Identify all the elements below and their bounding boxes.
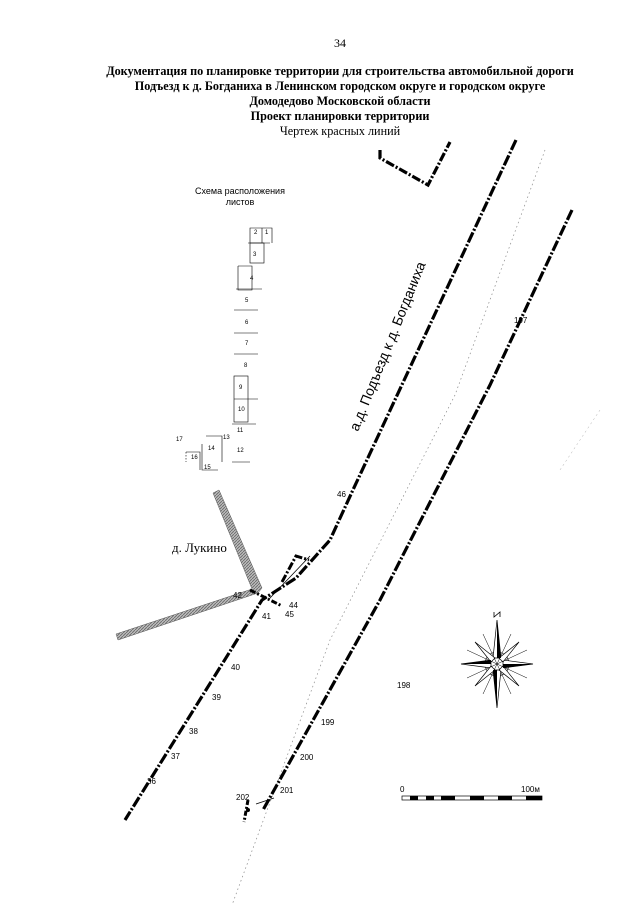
sheet-number: 6 xyxy=(245,320,249,326)
sheet-number: 5 xyxy=(245,298,249,304)
sheet-layout-scheme xyxy=(185,227,273,471)
sheet-number: 7 xyxy=(245,341,249,347)
point-label: 44 xyxy=(289,601,298,610)
point-label: 45 xyxy=(285,610,294,619)
village-access-road xyxy=(115,489,263,641)
point-label: 197 xyxy=(514,316,528,325)
point-label: 39 xyxy=(212,693,221,702)
sheet-number: 8 xyxy=(244,363,248,369)
sheet-number: 17 xyxy=(176,437,183,443)
point-label: 41 xyxy=(262,612,271,621)
point-label: 200 xyxy=(300,753,314,762)
page-number: 34 xyxy=(334,36,346,50)
sheet-layout-title: Схема расположения листов xyxy=(195,186,285,207)
scale-end-label: 100м xyxy=(521,785,540,794)
sheet-number: 9 xyxy=(239,385,243,391)
boundary-line xyxy=(559,409,601,471)
point-label: 46 xyxy=(337,490,346,499)
red-line-bottom xyxy=(242,797,275,823)
sheet-number: 10 xyxy=(238,407,245,413)
point-label: 38 xyxy=(189,727,198,736)
point-label: 199 xyxy=(321,718,335,727)
title-line-1: Документация по планировке территории дл… xyxy=(106,64,574,78)
red-line-left xyxy=(123,139,518,821)
sheet-number: 4 xyxy=(250,276,254,282)
sheet-number: 1 xyxy=(265,230,269,236)
title-line-5: Чертеж красных линий xyxy=(279,124,401,138)
point-labels: 36 37 38 39 40 41 42 44 45 46 197 198 19… xyxy=(147,316,528,802)
point-label: 42 xyxy=(233,591,242,600)
point-label: 40 xyxy=(231,663,240,672)
point-label: 198 xyxy=(397,681,411,690)
point-label: 202 xyxy=(236,793,250,802)
red-line-right xyxy=(261,209,574,811)
compass-rose-icon xyxy=(460,611,534,709)
sheet-number: 13 xyxy=(223,435,230,441)
sheet-number: 14 xyxy=(208,446,215,452)
sheet-number: 12 xyxy=(237,448,244,454)
title-line-2: Подъезд к д. Богданиха в Ленинском город… xyxy=(134,79,546,93)
sheet-number: 3 xyxy=(253,252,257,258)
point-label: 201 xyxy=(280,786,294,795)
sheet-number: 11 xyxy=(237,428,244,434)
scale-start-label: 0 xyxy=(400,785,405,794)
title-line-4: Проект планировки территории xyxy=(250,109,430,123)
sheet-number: 2 xyxy=(254,230,258,236)
sheet-number: 15 xyxy=(204,465,211,471)
red-line-top xyxy=(378,141,452,188)
red-line-junction xyxy=(249,554,311,608)
title-line-3: Домодедово Московской области xyxy=(249,94,431,108)
document-title: Документация по планировке территории дл… xyxy=(60,64,620,139)
point-label: 37 xyxy=(171,752,180,761)
sheet-numbers: 2 1 3 4 5 6 7 8 9 10 11 12 13 14 15 16 1… xyxy=(176,230,269,471)
road-axis-line xyxy=(231,149,546,905)
village-label: д. Лукино xyxy=(172,540,227,555)
road-label: а.д. Подъезд к д. Богданиха xyxy=(346,259,429,433)
sheet-number: 16 xyxy=(191,455,198,461)
point-label: 36 xyxy=(147,777,156,786)
scale-bar: 0 100м xyxy=(400,785,543,801)
